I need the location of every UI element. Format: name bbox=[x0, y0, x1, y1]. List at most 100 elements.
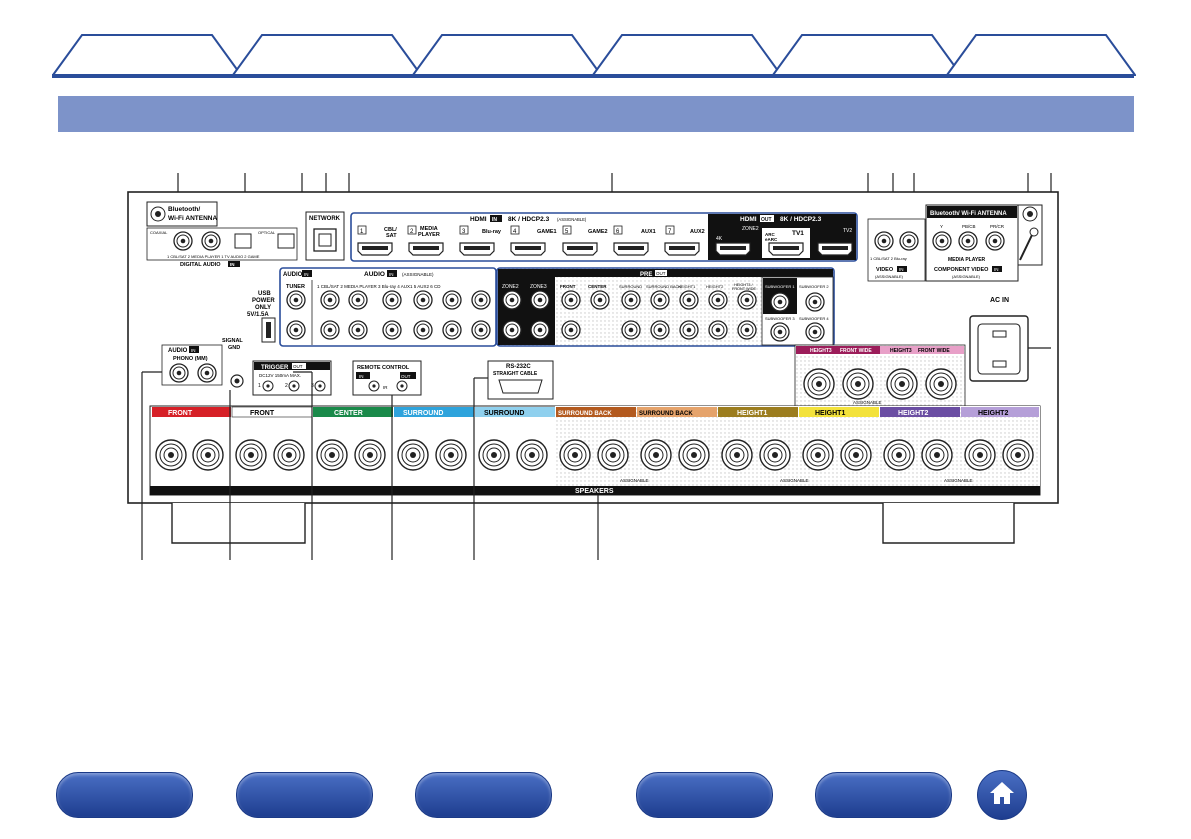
svg-text:CENTER: CENTER bbox=[588, 284, 607, 289]
svg-text:Bluetooth/: Bluetooth/ bbox=[168, 206, 200, 213]
svg-text:OUT: OUT bbox=[293, 364, 303, 369]
nav-button-3[interactable] bbox=[415, 772, 552, 818]
svg-text:COAXIAL: COAXIAL bbox=[150, 230, 168, 235]
svg-text:HEIGHT3: HEIGHT3 bbox=[890, 348, 912, 354]
svg-text:SAT: SAT bbox=[386, 233, 397, 239]
svg-text:6: 6 bbox=[616, 229, 620, 235]
svg-text:eARC: eARC bbox=[765, 237, 778, 242]
svg-text:PRE: PRE bbox=[640, 272, 652, 278]
svg-text:CBL/: CBL/ bbox=[384, 227, 397, 233]
svg-text:FRONT: FRONT bbox=[250, 410, 275, 417]
svg-text:AUDIO: AUDIO bbox=[364, 271, 385, 278]
svg-text:GND: GND bbox=[228, 345, 240, 351]
svg-text:AUX1: AUX1 bbox=[641, 229, 656, 235]
speaker-headers: FRONT FRONT CENTER SURROUND SURROUND SUR… bbox=[152, 406, 1039, 418]
svg-text:IN: IN bbox=[359, 374, 364, 379]
svg-text:AUDIO: AUDIO bbox=[283, 272, 303, 278]
svg-text:ARC: ARC bbox=[765, 232, 775, 237]
svg-text:8K / HDCP2.3: 8K / HDCP2.3 bbox=[508, 216, 550, 223]
svg-text:1 CBL/SAT 2 MEDIA PLAYER 3 B: 1 CBL/SAT 2 MEDIA PLAYER 3 Blu-ray 4 AUX… bbox=[317, 284, 441, 289]
svg-text:5: 5 bbox=[565, 229, 569, 235]
svg-text:IN: IN bbox=[304, 272, 309, 277]
svg-text:SURROUND: SURROUND bbox=[403, 410, 443, 417]
svg-text:FRONT WIDE: FRONT WIDE bbox=[732, 287, 756, 291]
hdmi-outputs: 4K ZONE2 ARC eARC TV1 TV2 bbox=[715, 226, 853, 258]
svg-text:SUBWOOFER 3: SUBWOOFER 3 bbox=[765, 316, 795, 321]
svg-text:4K: 4K bbox=[716, 236, 723, 242]
svg-text:SURROUND: SURROUND bbox=[484, 410, 524, 417]
antenna-left-box bbox=[146, 201, 218, 227]
svg-text:1: 1 bbox=[258, 383, 261, 389]
svg-text:DIGITAL AUDIO: DIGITAL AUDIO bbox=[180, 262, 221, 268]
svg-text:FRONT: FRONT bbox=[560, 284, 576, 289]
svg-text:ONLY: ONLY bbox=[255, 305, 271, 311]
bottom-callouts bbox=[141, 371, 599, 560]
svg-text:SURROUND BACK: SURROUND BACK bbox=[558, 411, 612, 417]
svg-text:TRIGGER: TRIGGER bbox=[261, 365, 289, 371]
svg-text:SIGNAL: SIGNAL bbox=[222, 338, 243, 344]
svg-text:HEIGHT2: HEIGHT2 bbox=[898, 410, 928, 417]
svg-text:SURROUND BACK: SURROUND BACK bbox=[639, 411, 693, 417]
svg-text:3: 3 bbox=[462, 229, 466, 235]
svg-text:OUT: OUT bbox=[656, 271, 666, 276]
svg-text:2: 2 bbox=[410, 229, 414, 235]
section-title-bar bbox=[58, 96, 1134, 132]
svg-text:7: 7 bbox=[668, 229, 672, 235]
svg-text:CENTER: CENTER bbox=[334, 410, 363, 417]
svg-text:AUX2: AUX2 bbox=[690, 229, 705, 235]
svg-text:AUDIO: AUDIO bbox=[168, 348, 188, 354]
svg-text:FRONT WIDE: FRONT WIDE bbox=[918, 348, 950, 354]
svg-text:STRAIGHT CABLE: STRAIGHT CABLE bbox=[493, 371, 538, 377]
svg-text:IN: IN bbox=[492, 217, 497, 223]
svg-text:ZONE2: ZONE2 bbox=[502, 284, 519, 290]
svg-text:HDMI: HDMI bbox=[740, 216, 757, 223]
home-icon bbox=[987, 779, 1017, 812]
svg-text:REMOTE CONTROL: REMOTE CONTROL bbox=[357, 365, 410, 371]
svg-text:8K / HDCP2.3: 8K / HDCP2.3 bbox=[780, 216, 822, 223]
svg-text:Blu-ray: Blu-ray bbox=[482, 229, 502, 235]
tab-underline bbox=[52, 74, 1134, 78]
svg-text:(ASSIGNABLE): (ASSIGNABLE) bbox=[402, 272, 434, 277]
svg-text:TUNER: TUNER bbox=[286, 284, 305, 290]
svg-text:ASSIGNABLE: ASSIGNABLE bbox=[620, 478, 649, 483]
svg-text:IN: IN bbox=[230, 262, 235, 267]
svg-text:SURROUND: SURROUND bbox=[619, 284, 642, 289]
right-foot bbox=[882, 503, 1015, 544]
svg-text:ASSIGNABLE: ASSIGNABLE bbox=[944, 478, 973, 483]
svg-text:PHONO (MM): PHONO (MM) bbox=[173, 356, 208, 362]
svg-text:FRONT: FRONT bbox=[168, 410, 193, 417]
svg-text:GAME2: GAME2 bbox=[588, 229, 608, 235]
nav-button-4[interactable] bbox=[636, 772, 773, 818]
svg-text:(ASSIGNABLE): (ASSIGNABLE) bbox=[875, 274, 904, 279]
svg-text:ZONE3: ZONE3 bbox=[530, 284, 547, 290]
svg-text:Y: Y bbox=[940, 224, 943, 229]
svg-text:VIDEO: VIDEO bbox=[876, 267, 894, 273]
svg-text:ASSIGNABLE: ASSIGNABLE bbox=[780, 478, 809, 483]
svg-text:SPEAKERS: SPEAKERS bbox=[575, 488, 614, 495]
svg-text:HDMI: HDMI bbox=[470, 216, 487, 223]
svg-text:HEIGHT3: HEIGHT3 bbox=[810, 348, 832, 354]
svg-text:SUBWOOFER 1: SUBWOOFER 1 bbox=[765, 284, 795, 289]
svg-text:IN: IN bbox=[191, 348, 196, 353]
nav-button-2[interactable] bbox=[236, 772, 373, 818]
svg-text:PLAYER: PLAYER bbox=[418, 232, 440, 238]
svg-text:PB/CB: PB/CB bbox=[962, 224, 976, 229]
svg-text:MEDIA PLAYER: MEDIA PLAYER bbox=[948, 257, 986, 263]
svg-text:IN: IN bbox=[994, 267, 999, 272]
svg-text:RS-232C: RS-232C bbox=[506, 364, 531, 370]
svg-text:(ASSIGNABLE): (ASSIGNABLE) bbox=[952, 274, 981, 279]
svg-text:ZONE2: ZONE2 bbox=[742, 226, 759, 232]
svg-text:ASSIGNABLE: ASSIGNABLE bbox=[853, 400, 882, 405]
svg-text:MEDIA: MEDIA bbox=[420, 226, 438, 232]
svg-text:TV1: TV1 bbox=[792, 230, 804, 237]
home-button[interactable] bbox=[977, 770, 1027, 820]
svg-text:COMPONENT VIDEO: COMPONENT VIDEO bbox=[934, 267, 989, 273]
nav-button-5[interactable] bbox=[815, 772, 952, 818]
nav-button-1[interactable] bbox=[56, 772, 193, 818]
svg-text:SUBWOOFER 4: SUBWOOFER 4 bbox=[799, 316, 829, 321]
svg-text:IN: IN bbox=[899, 267, 904, 272]
svg-text:HEIGHT1: HEIGHT1 bbox=[678, 284, 696, 289]
svg-text:USB: USB bbox=[258, 291, 271, 297]
svg-text:1 CBL/SAT 2 Blu-ray: 1 CBL/SAT 2 Blu-ray bbox=[870, 256, 907, 261]
svg-text:HEIGHT3 /: HEIGHT3 / bbox=[734, 283, 754, 287]
